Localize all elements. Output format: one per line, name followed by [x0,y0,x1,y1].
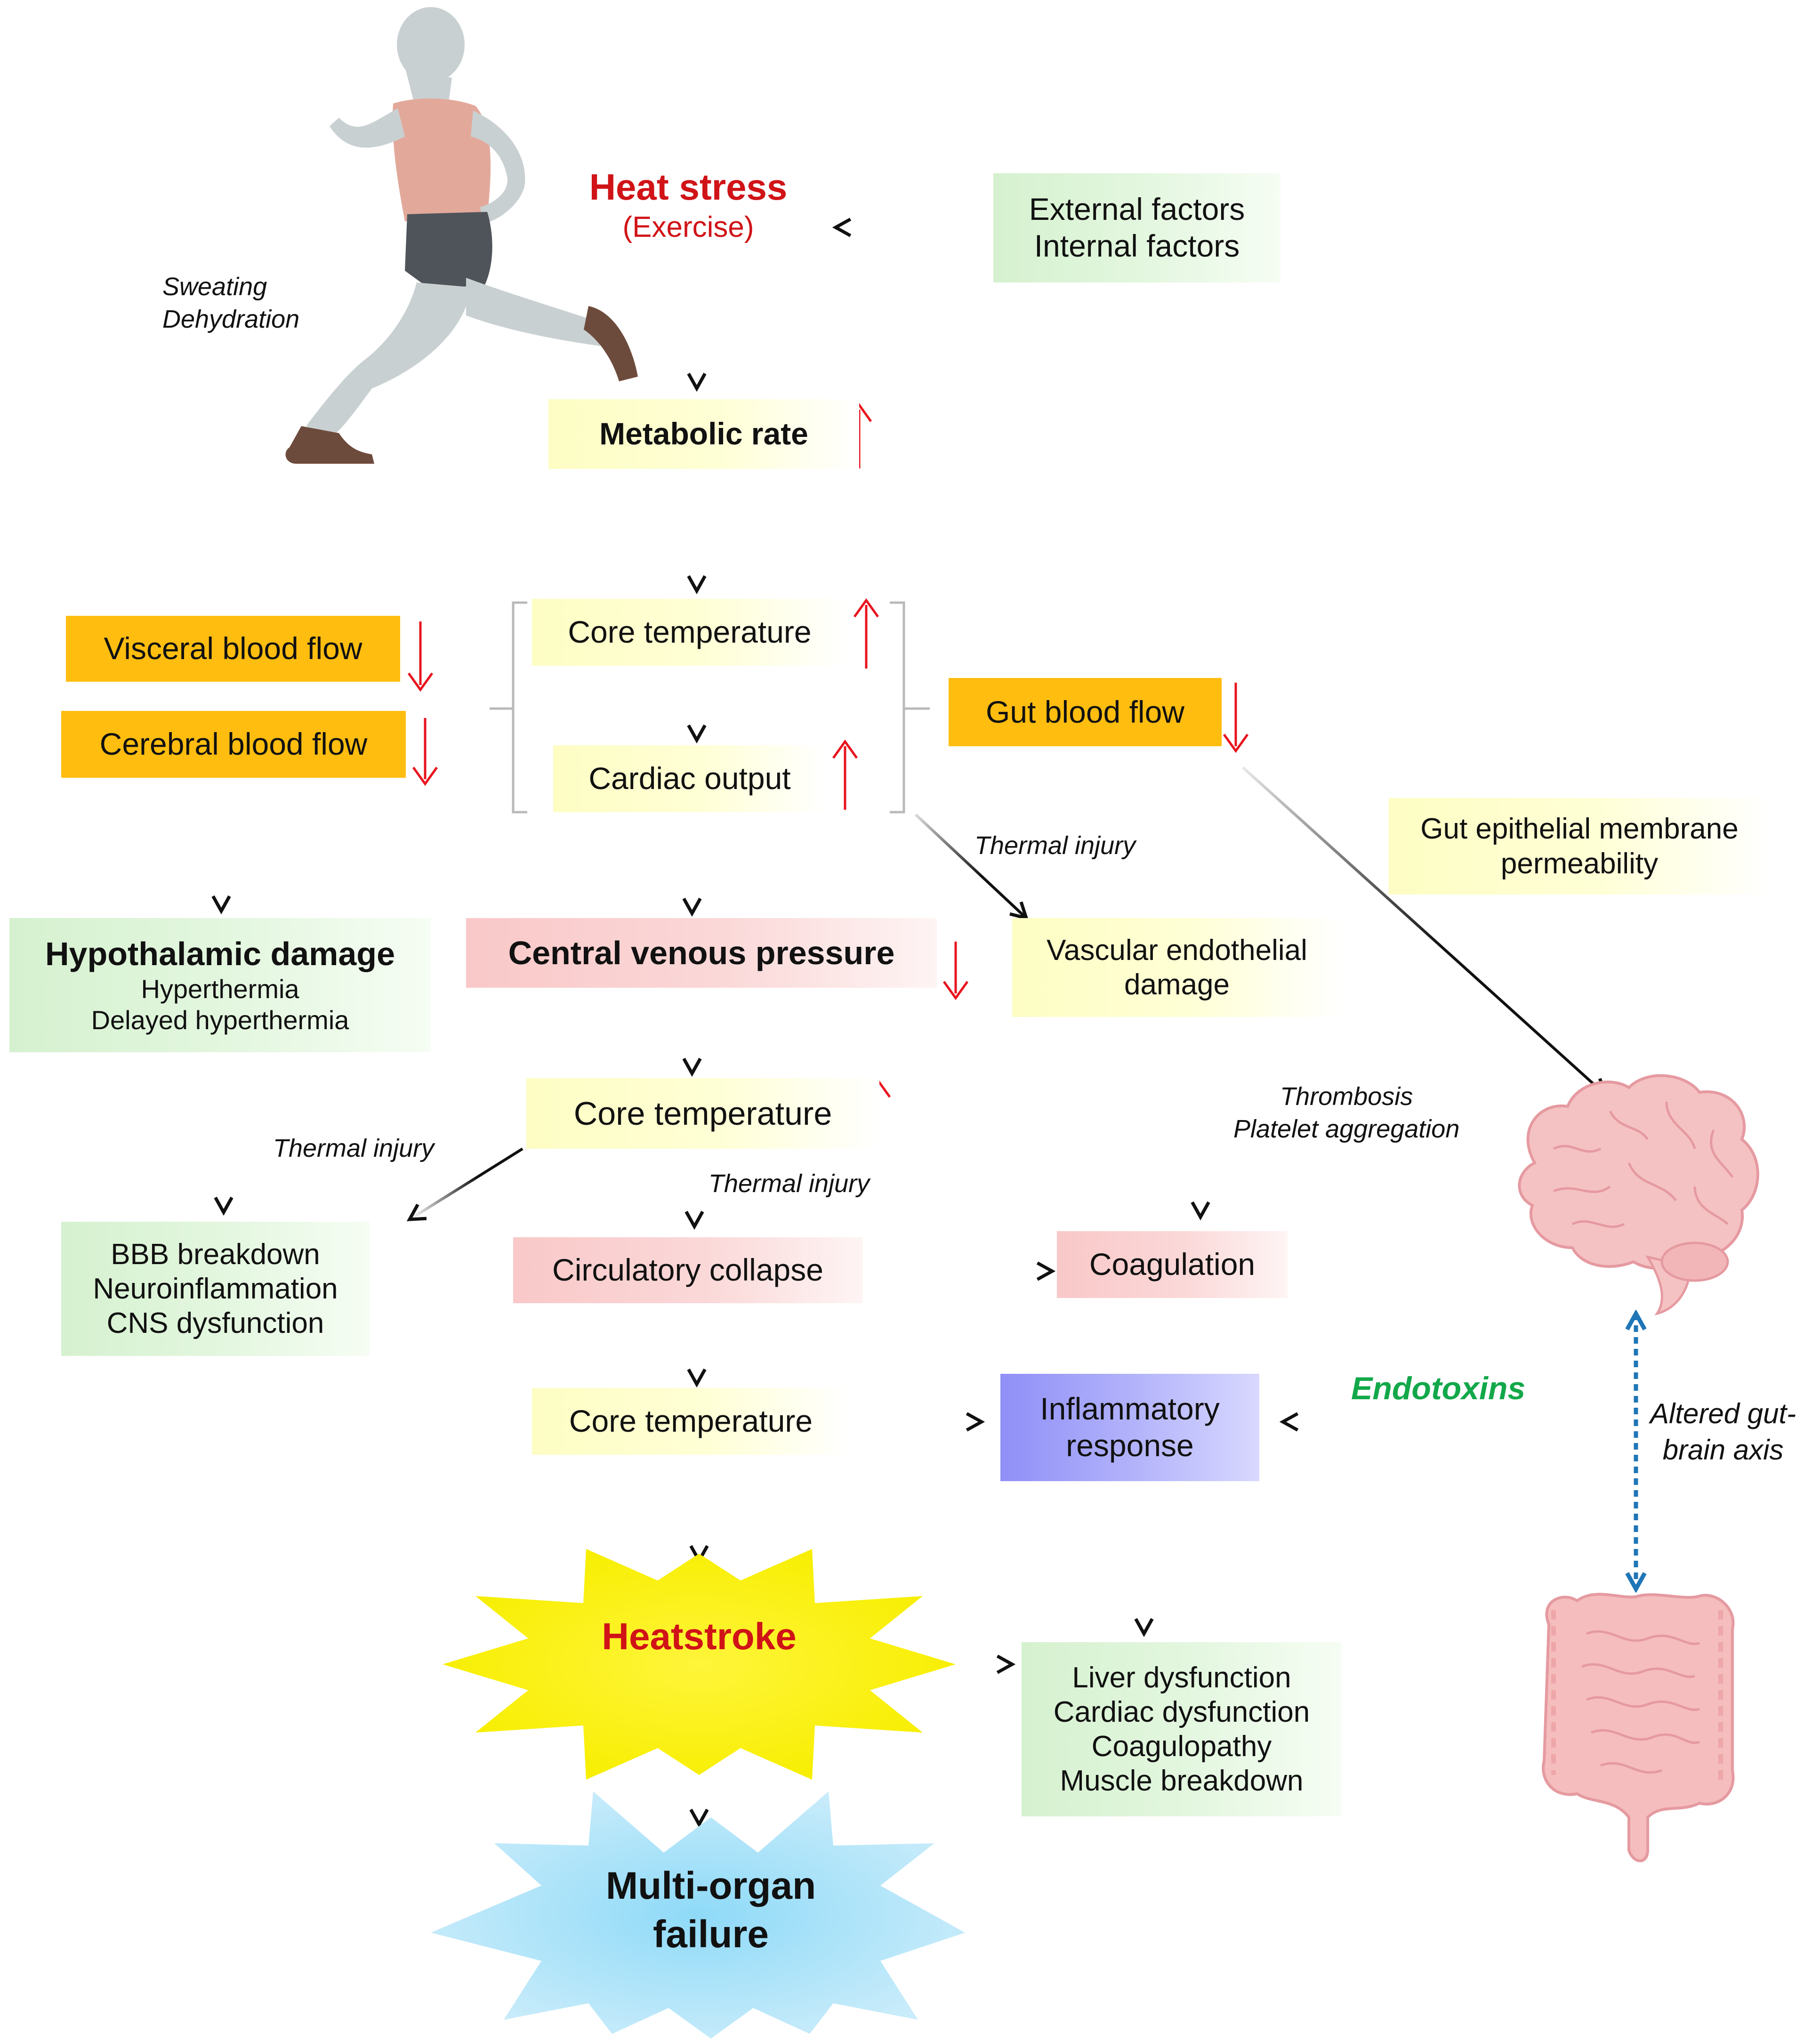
heatstroke-label: Heatstroke [558,1615,840,1658]
cerebral-blood-flow-label: Cerebral blood flow [99,726,368,762]
endotoxins-text: Endotoxins [1351,1371,1526,1406]
gut-brain-axis-line-1: Altered gut- [1650,1398,1796,1429]
gut-permeability-line-2: permeability [1500,847,1659,880]
heatstroke-burst [443,1549,956,1780]
thermal-injury-label-collapse: Thermal injury [709,1168,870,1200]
cardiac-output-label: Cardiac output [588,761,791,796]
trend-visceral-down-icon [407,621,434,692]
trend-cvp-down-icon [942,942,969,1000]
dehydration-label: Dehydration [162,305,300,334]
vascular-damage-line-2: damage [1124,968,1230,1001]
neuroinflammation-label: Neuroinflammation [93,1272,338,1305]
arrow-gut-blood-flow-to-brain [1241,766,1605,1095]
heat-stress-title: Heat stress (Exercise) [580,166,797,244]
core-temperature-label-1: Core temperature [568,614,812,650]
gut-brain-axis-label: Altered gut- brain axis [1650,1396,1796,1468]
trend-cardiac-up-icon [832,739,858,810]
core-temperature-label-2: Core temperature [573,1095,832,1132]
hypothalamic-damage-box: Hypothalamic damage Hyperthermia Delayed… [9,918,431,1052]
hypothalamic-damage-title: Hypothalamic damage [45,935,395,973]
multi-organ-line-2: failure [652,1912,769,1956]
coagulation-box: Coagulation [1057,1231,1288,1298]
intestine-icon [1542,1593,1735,1863]
core-temperature-box-2: Core temperature [526,1078,879,1149]
runner-figure [285,7,638,464]
thermal-injury-text-1: Thermal injury [974,831,1136,860]
sweating-label: Sweating [162,273,267,301]
bbb-breakdown-label: BBB breakdown [111,1238,320,1271]
circulatory-collapse-box: Circulatory collapse [513,1237,862,1303]
internal-factors-label: Internal factors [1034,228,1240,263]
inflammatory-line-2: response [1066,1428,1194,1463]
cerebral-blood-flow-box: Cerebral blood flow [61,711,406,778]
heat-stress-subtitle: (Exercise) [622,211,754,243]
heatstroke-text: Heatstroke [602,1615,797,1657]
gut-permeability-box: Gut epithelial membrane permeability [1389,798,1770,895]
metabolic-rate-label: Metabolic rate [599,416,808,452]
cardiac-output-box: Cardiac output [553,745,826,812]
core-temperature-label-3: Core temperature [569,1403,813,1439]
gut-permeability-line-1: Gut epithelial membrane [1420,813,1739,846]
organ-outcomes-box: Liver dysfunction Cardiac dysfunction Co… [1022,1642,1342,1816]
gut-blood-flow-box: Gut blood flow [949,678,1222,746]
inflammatory-line-1: Inflammatory [1040,1391,1220,1427]
thrombosis-label: Thrombosis Platelet aggregation [1233,1080,1459,1145]
thrombosis-text: Thrombosis [1280,1082,1413,1111]
central-venous-pressure-box: Central venous pressure [466,918,937,988]
trend-arrows [407,403,1249,1149]
metabolic-rate-box: Metabolic rate [548,399,859,469]
thermal-injury-label-vascular: Thermal injury [974,830,1135,862]
visceral-blood-flow-label: Visceral blood flow [104,631,362,666]
visceral-blood-flow-box: Visceral blood flow [66,616,400,682]
thermal-injury-label-bbb: Thermal injury [273,1132,434,1165]
coagulation-label: Coagulation [1089,1247,1256,1282]
vascular-endothelial-damage-box: Vascular endothelial damage [1012,918,1342,1017]
central-venous-pressure-label: Central venous pressure [508,934,895,971]
gut-blood-flow-label: Gut blood flow [986,694,1184,729]
heat-stress-label: Heat stress [589,166,788,208]
multi-organ-failure-label: Multi-organ failure [570,1862,852,1959]
bracket [490,601,930,814]
liver-dysfunction-label: Liver dysfunction [1072,1661,1291,1694]
vascular-damage-line-1: Vascular endothelial [1047,934,1307,967]
core-temperature-box-3: Core temperature [532,1388,850,1455]
thermal-injury-text-2: Thermal injury [273,1134,435,1162]
endotoxins-label: Endotoxins [1351,1370,1525,1407]
trend-core-up-icon [853,598,879,669]
thermal-injury-text-3: Thermal injury [709,1169,870,1198]
arrow-cardiac-to-vascular [914,813,1026,918]
flow-arrows [221,227,1605,1824]
inflammatory-response-box: Inflammatory response [1000,1374,1259,1481]
sweating-dehydration-note: Sweating Dehydration [162,271,299,336]
gut-brain-axis-line-2: brain axis [1662,1434,1784,1466]
circulatory-collapse-label: Circulatory collapse [552,1252,823,1288]
factors-box: External factors Internal factors [993,173,1280,282]
hyperthermia-label: Hyperthermia [141,974,299,1004]
muscle-breakdown-label: Muscle breakdown [1060,1765,1304,1798]
coagulopathy-label: Coagulopathy [1091,1730,1272,1763]
bbb-breakdown-box: BBB breakdown Neuroinflammation CNS dysf… [61,1222,370,1356]
delayed-hyperthermia-label: Delayed hyperthermia [91,1005,349,1035]
platelet-aggregation-text: Platelet aggregation [1233,1115,1460,1144]
cardiac-dysfunction-label: Cardiac dysfunction [1053,1695,1310,1728]
trend-gut-down-icon [1223,683,1249,753]
brain-icon [1518,1074,1759,1315]
cns-dysfunction-label: CNS dysfunction [106,1307,324,1340]
external-factors-label: External factors [1029,192,1245,227]
multi-organ-failure-burst [431,1791,965,2039]
trend-cerebral-down-icon [412,718,438,786]
core-temperature-box-1: Core temperature [532,599,847,666]
multi-organ-line-1: Multi-organ [605,1864,816,1907]
arrow-core-to-bbb [410,1147,523,1219]
